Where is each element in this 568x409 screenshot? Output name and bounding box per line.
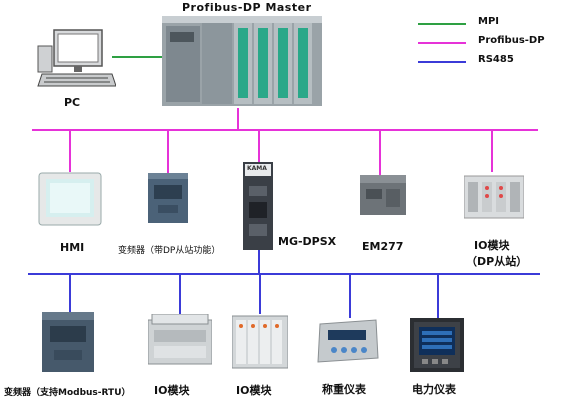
legend-swatch-profibus <box>418 42 466 44</box>
gateway-label: MG-DPSX <box>278 235 337 248</box>
io-dp-label: IO模块 <box>474 239 510 252</box>
vfd-dp-label: 变频器（带DP从站功能） <box>118 246 221 256</box>
io-module-icon <box>464 172 524 222</box>
legend-label-mpi: MPI <box>478 16 500 27</box>
io-module-icon <box>148 314 212 370</box>
vfd-modbus-label: 变频器（支持Modbus-RTU） <box>4 388 131 398</box>
io1-label: IO模块 <box>154 384 190 397</box>
gateway-icon: KAMA <box>243 162 273 250</box>
vfd-icon <box>42 312 94 372</box>
master-title: Profibus-DP Master <box>182 1 312 14</box>
scale-label: 称重仪表 <box>322 383 366 396</box>
legend-swatch-rs485 <box>418 61 466 63</box>
vfd-icon <box>148 173 188 223</box>
pc-icon <box>36 28 116 90</box>
hmi-label: HMI <box>60 241 85 254</box>
plc-rack-icon <box>162 16 322 108</box>
gateway-brand: KAMA <box>247 165 267 172</box>
power-meter-label: 电力仪表 <box>412 383 456 396</box>
io-module-icon <box>232 314 288 370</box>
legend-swatch-mpi <box>418 23 466 25</box>
power-meter-icon <box>410 318 464 372</box>
legend-label-profibus: Profibus-DP <box>478 35 545 46</box>
em277-label: EM277 <box>362 240 404 253</box>
io2-label: IO模块 <box>236 384 272 397</box>
legend-label-rs485: RS485 <box>478 54 514 65</box>
io-dp-sublabel: （DP从站） <box>466 255 528 268</box>
em277-module-icon <box>360 175 406 217</box>
weighing-indicator-icon <box>316 318 380 366</box>
pc-label: PC <box>64 96 81 109</box>
hmi-panel-icon <box>38 172 102 226</box>
